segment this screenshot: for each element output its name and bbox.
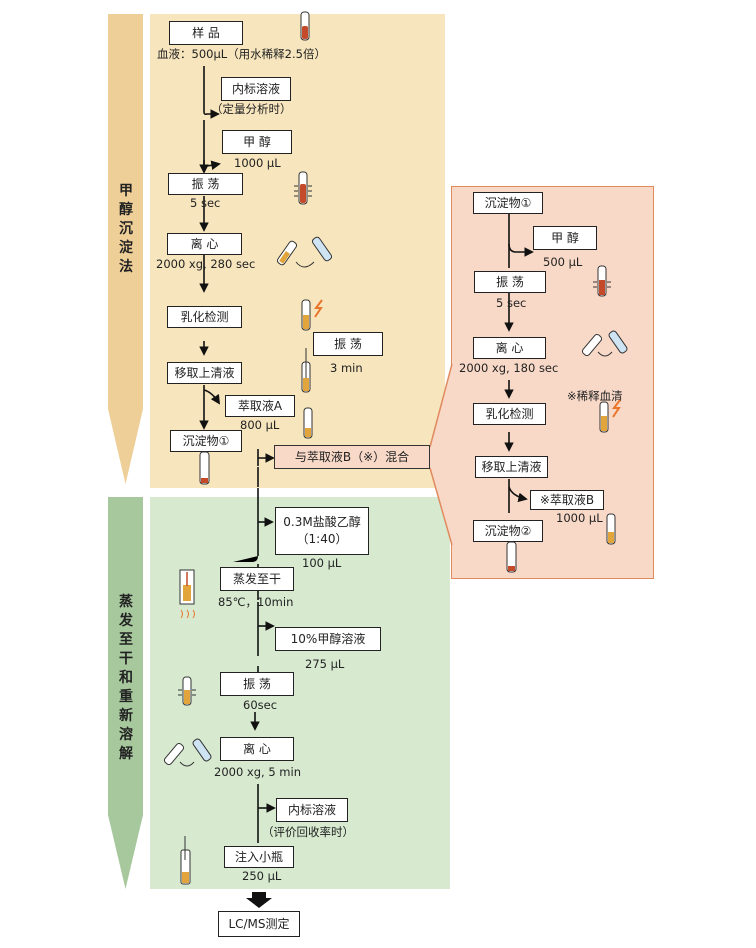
evaporate-condition: 85℃，10min xyxy=(218,595,294,609)
diluted-serum-note: ※稀释血清 xyxy=(567,389,623,403)
internal-std-box: 内标溶液 xyxy=(221,77,291,101)
methanol-side-label: 甲醇沉淀法 xyxy=(119,183,133,275)
extract-b-tube-icon xyxy=(606,513,616,545)
evaporation-panel xyxy=(150,497,450,889)
internal-std-note: （定量分析时） xyxy=(211,102,292,116)
hcl-ethanol-box: 0.3M盐酸乙醇 （1:40） xyxy=(275,507,369,555)
evaporate-tube-icon xyxy=(179,569,195,619)
methanol-volume: 1000 μL xyxy=(234,156,281,170)
transfer-supernatant-box: 移取上清液 xyxy=(167,362,242,384)
dry-side-label: 蒸发至干和重新溶解 xyxy=(119,594,133,762)
precipitate2-tube-icon xyxy=(506,541,517,573)
dry-centrifuge-box: 离 心 xyxy=(220,737,294,761)
shake2-time: 3 min xyxy=(330,361,363,375)
sample-tube-icon xyxy=(300,11,310,41)
dry-internal-std-box: 内标溶液 xyxy=(276,798,348,822)
transfer-tube-icon xyxy=(301,348,311,393)
emulsion-tube-icon xyxy=(301,299,323,331)
extract-b-box: ※萃取液B xyxy=(530,490,604,510)
re-shake-time: 5 sec xyxy=(496,296,527,310)
centrifuge-box: 离 心 xyxy=(167,233,242,255)
reextraction-panel xyxy=(451,186,654,579)
re-centrifuge-tubes-icon xyxy=(581,330,628,357)
lcms-box: LC/MS测定 xyxy=(218,911,300,937)
hcl-ethanol-label: 0.3M盐酸乙醇 xyxy=(283,514,361,529)
dry-shake-time: 60sec xyxy=(243,698,278,712)
centrifuge-condition: 2000 xg, 280 sec xyxy=(156,257,256,271)
emulsion-check-box: 乳化检测 xyxy=(167,306,242,328)
extract-a-volume: 800 μL xyxy=(240,418,280,432)
hcl-ethanol-ratio: （1:40） xyxy=(296,532,348,546)
sample-note: 血液：500μL（用水稀释2.5倍） xyxy=(157,47,326,61)
meoh10-volume: 275 μL xyxy=(305,657,345,671)
re-transfer-box: 移取上清液 xyxy=(475,456,548,478)
shake-box: 振 荡 xyxy=(168,173,243,195)
dry-shake-box: 振 荡 xyxy=(220,672,294,696)
precipitate1-tube-icon xyxy=(199,451,210,485)
re-centrifuge-box: 离 心 xyxy=(473,337,546,359)
extract-a-tube-icon xyxy=(303,407,313,439)
re-precipitate1-box: 沉淀物① xyxy=(473,192,543,214)
shake2-box: 振 荡 xyxy=(313,332,383,356)
inject-volume: 250 μL xyxy=(242,869,282,883)
dry-centrifuge-tubes-icon xyxy=(163,738,212,767)
shake-time: 5 sec xyxy=(190,196,221,210)
methanol-side-arrow xyxy=(108,14,143,484)
re-methanol-volume: 500 μL xyxy=(543,255,583,269)
shake-tube-icon xyxy=(294,171,312,205)
inject-vial-box: 注入小瓶 xyxy=(224,846,294,868)
re-shake-tube-icon xyxy=(593,265,611,297)
vial-icon xyxy=(180,836,191,885)
methanol-box: 甲 醇 xyxy=(222,130,292,154)
sample-box: 样 品 xyxy=(169,21,243,45)
re-emulsion-box: 乳化检测 xyxy=(473,403,546,425)
extract-b-volume: 1000 μL xyxy=(556,511,603,525)
extract-a-box: 萃取液A xyxy=(225,395,295,417)
dry-shake-tube-icon xyxy=(178,676,196,706)
dry-side-arrow xyxy=(108,497,143,889)
dry-centrifuge-condition: 2000 xg, 5 min xyxy=(214,765,301,779)
meoh10-box: 10%甲醇溶液 xyxy=(275,627,381,651)
mix-extract-b-box: 与萃取液B（※）混合 xyxy=(274,445,430,469)
re-centrifuge-condition: 2000 xg, 180 sec xyxy=(459,361,559,375)
dry-internal-std-note: （评价回收率时） xyxy=(262,825,354,839)
centrifuge-tubes-icon xyxy=(276,236,333,268)
precipitate1-box: 沉淀物① xyxy=(170,430,242,452)
hcl-ethanol-volume: 100 μL xyxy=(302,556,342,570)
diluted-serum-tube-icon xyxy=(599,399,621,433)
re-methanol-box: 甲 醇 xyxy=(533,226,597,250)
evaporate-box: 蒸发至干 xyxy=(220,567,294,591)
re-shake-box: 振 荡 xyxy=(474,271,546,293)
precipitate2-box: 沉淀物② xyxy=(473,520,543,542)
